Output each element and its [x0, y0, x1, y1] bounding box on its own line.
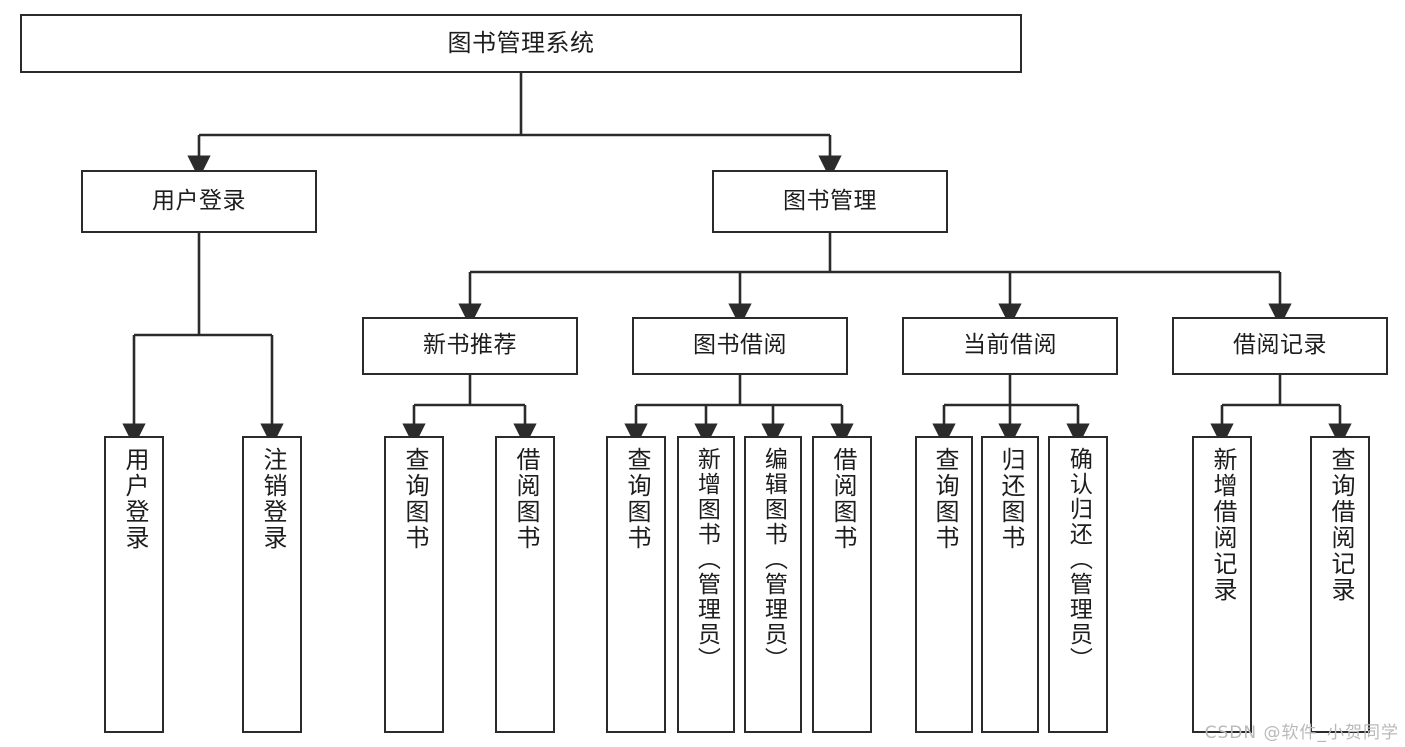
leaf-query-books-borrow[interactable]: 查询图书	[606, 436, 666, 733]
node-label: 借阅记录	[1233, 332, 1327, 359]
leaf-borrow-book[interactable]: 借阅图书	[812, 436, 872, 733]
leaf-user-login[interactable]: 用户登录	[104, 436, 164, 733]
node-label: 用户登录	[120, 447, 149, 551]
leaf-query-books-current[interactable]: 查询图书	[915, 436, 973, 733]
leaf-add-borrow-record[interactable]: 新增借阅记录	[1192, 436, 1252, 733]
node-label: 查询图书	[622, 447, 651, 551]
node-label: 图书管理系统	[447, 29, 595, 58]
node-current-borrow[interactable]: 当前借阅	[902, 317, 1118, 375]
node-label: 图书借阅	[693, 332, 787, 359]
node-label: 借阅图书	[511, 447, 540, 551]
node-label: 查询借阅记录	[1326, 447, 1355, 603]
node-label: 新增借阅记录	[1208, 447, 1237, 603]
node-label: 查询图书	[400, 447, 429, 551]
node-label: 注销登录	[258, 447, 287, 551]
node-root-system[interactable]: 图书管理系统	[20, 14, 1022, 73]
node-label: 当前借阅	[963, 332, 1057, 359]
node-label: 图书管理	[783, 187, 877, 214]
node-label: 归还图书	[996, 447, 1025, 551]
node-user-login[interactable]: 用户登录	[81, 170, 317, 233]
leaf-confirm-return-admin[interactable]: 确认归还（管理员）	[1048, 436, 1108, 733]
leaf-logout[interactable]: 注销登录	[242, 436, 302, 733]
node-book-borrow[interactable]: 图书借阅	[632, 317, 848, 375]
node-label: 查询图书	[930, 447, 959, 551]
node-label: 新书推荐	[423, 332, 517, 359]
node-book-management[interactable]: 图书管理	[712, 170, 948, 233]
leaf-add-book-admin[interactable]: 新增图书（管理员）	[677, 436, 735, 733]
node-label: 借阅图书	[828, 447, 857, 551]
leaf-return-book[interactable]: 归还图书	[981, 436, 1039, 733]
node-label: 编辑图书（管理员）	[760, 447, 787, 672]
leaf-edit-book-admin[interactable]: 编辑图书（管理员）	[744, 436, 802, 733]
leaf-query-borrow-record[interactable]: 查询借阅记录	[1310, 436, 1370, 733]
node-label: 确认归还（管理员）	[1065, 447, 1092, 672]
leaf-borrow-books-new[interactable]: 借阅图书	[495, 436, 555, 733]
leaf-query-books-new[interactable]: 查询图书	[384, 436, 444, 733]
node-borrow-records[interactable]: 借阅记录	[1172, 317, 1388, 375]
node-label: 新增图书（管理员）	[693, 447, 720, 672]
node-label: 用户登录	[152, 187, 246, 214]
node-new-book-recommend[interactable]: 新书推荐	[362, 317, 578, 375]
watermark: CSDN @软件_小贺同学	[1204, 723, 1399, 743]
